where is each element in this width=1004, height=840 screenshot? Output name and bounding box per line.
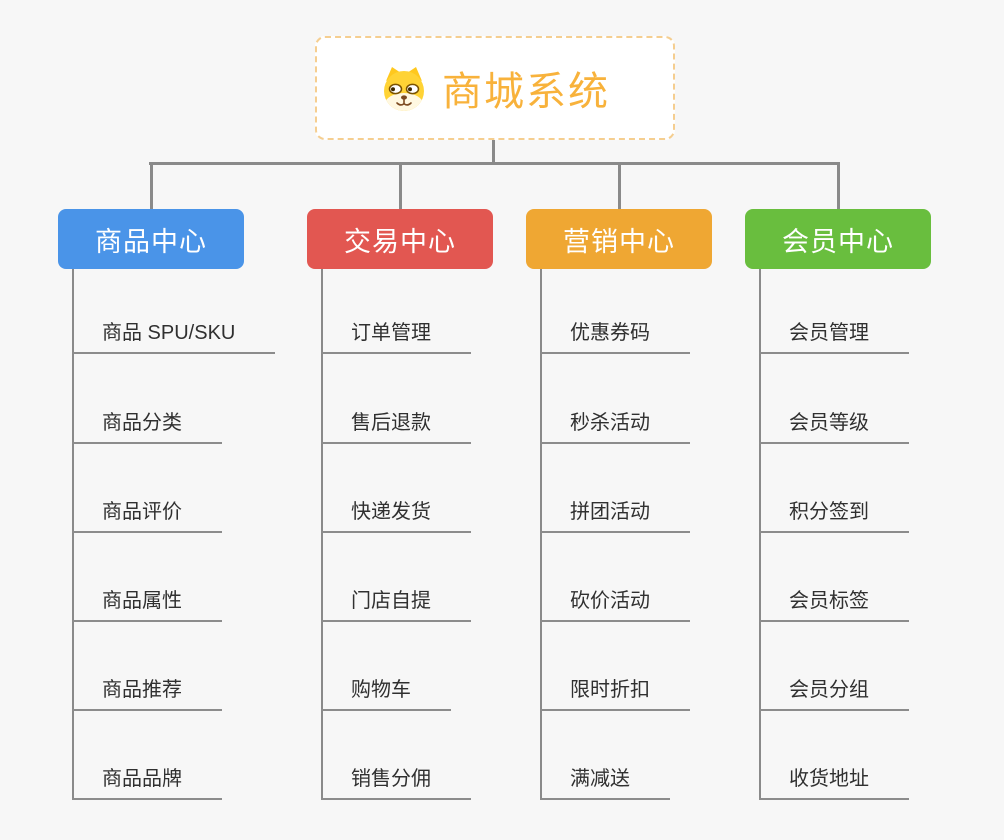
leaf-topic[interactable]: 商品 SPU/SKU	[72, 318, 276, 354]
leaf-topic[interactable]: 门店自提	[321, 586, 471, 622]
leaf-topic[interactable]: 积分签到	[759, 497, 909, 533]
branch-label: 会员中心	[782, 226, 894, 257]
leaf-topic[interactable]: 商品品牌	[72, 764, 222, 800]
leaf-topic[interactable]: 商品分类	[72, 408, 222, 444]
branch-node[interactable]: 交易中心	[307, 209, 493, 269]
leaf-topic[interactable]: 快递发货	[321, 497, 471, 533]
leaf-topic[interactable]: 商品属性	[72, 586, 222, 622]
leaf-topic[interactable]: 会员分组	[759, 675, 909, 711]
leaf-topic[interactable]: 优惠券码	[540, 318, 690, 354]
connector-spine	[321, 269, 323, 800]
connector-drop	[149, 163, 153, 209]
leaf-topic[interactable]: 订单管理	[321, 318, 471, 354]
leaf-topic[interactable]: 收货地址	[759, 764, 909, 800]
leaf-topic[interactable]: 秒杀活动	[540, 408, 690, 444]
leaf-topic[interactable]: 售后退款	[321, 408, 471, 444]
leaf-topic[interactable]: 限时折扣	[540, 675, 690, 711]
branch-label: 交易中心	[344, 226, 456, 257]
branch-node[interactable]: 营销中心	[526, 209, 712, 269]
leaf-topic[interactable]: 会员管理	[759, 318, 909, 354]
root-title: 商城系统	[442, 70, 610, 114]
connector-spine	[759, 269, 761, 800]
connector-root-stem	[492, 140, 495, 165]
branch-node[interactable]: 会员中心	[745, 209, 931, 269]
leaf-topic[interactable]: 销售分佣	[321, 764, 471, 800]
branch-label: 商品中心	[95, 226, 207, 257]
connector-bus	[149, 162, 840, 165]
connector-drop	[836, 163, 840, 209]
leaf-topic[interactable]: 砍价活动	[540, 586, 690, 622]
connector-drop	[617, 163, 621, 209]
branch-label: 营销中心	[563, 226, 675, 257]
leaf-topic[interactable]: 拼团活动	[540, 497, 690, 533]
root-node[interactable]: 商城系统	[315, 36, 675, 140]
leaf-topic[interactable]: 满减送	[540, 764, 670, 800]
leaf-topic[interactable]: 商品推荐	[72, 675, 222, 711]
connector-drop	[398, 163, 402, 209]
connector-spine	[540, 269, 542, 800]
shiba-dog-icon	[380, 64, 428, 112]
leaf-topic[interactable]: 购物车	[321, 675, 451, 711]
leaf-topic[interactable]: 商品评价	[72, 497, 222, 533]
branch-node[interactable]: 商品中心	[58, 209, 244, 269]
connector-spine	[72, 269, 74, 800]
leaf-topic[interactable]: 会员标签	[759, 586, 909, 622]
leaf-topic[interactable]: 会员等级	[759, 408, 909, 444]
